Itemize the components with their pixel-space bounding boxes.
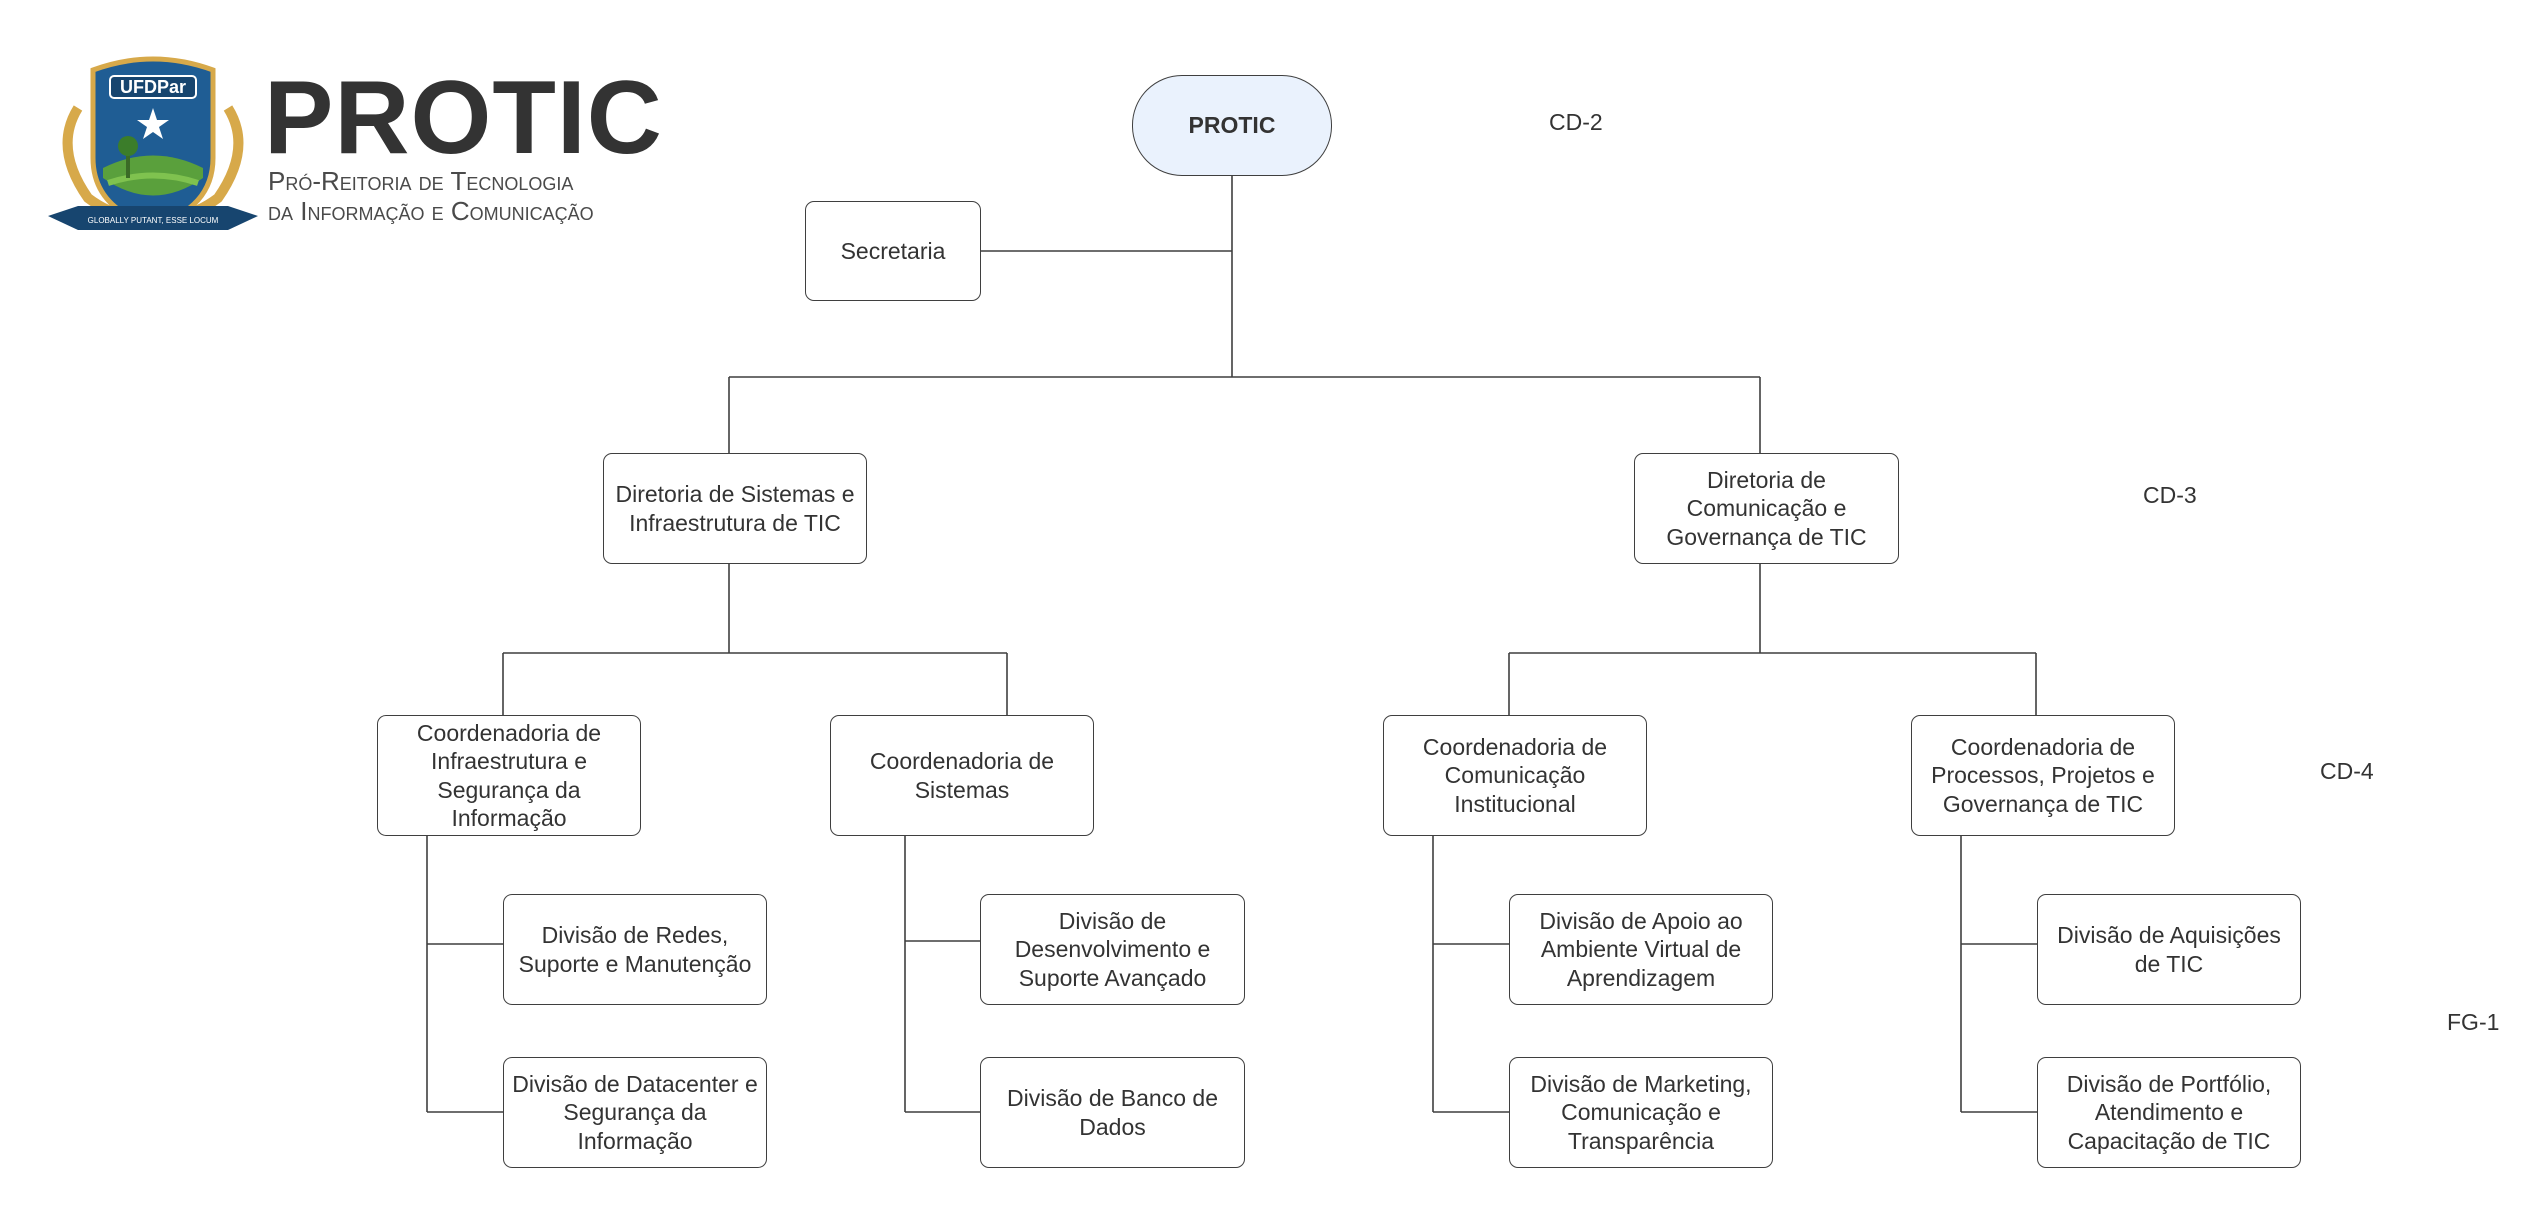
- node-coord-infra[interactable]: Coordenadoria de Infraestrutura e Segura…: [377, 715, 641, 836]
- node-coord-processos[interactable]: Coordenadoria de Processos, Projetos e G…: [1911, 715, 2175, 836]
- node-coord-sistemas[interactable]: Coordenadoria de Sistemas: [830, 715, 1094, 836]
- node-secretaria[interactable]: Secretaria: [805, 201, 981, 301]
- node-coord-com-inst[interactable]: Coordenadoria de Comunicação Institucion…: [1383, 715, 1647, 836]
- ufdpar-crest-icon: UFDPar GLOBALLY PUTANT, ESSE LOCUM: [48, 56, 258, 230]
- node-div-portfolio[interactable]: Divisão de Portfólio, Atendimento e Capa…: [2037, 1057, 2301, 1168]
- node-div-desenvolvimento[interactable]: Divisão de Desenvolvimento e Suporte Ava…: [980, 894, 1245, 1005]
- level-label-cd2: CD-2: [1549, 109, 1603, 135]
- logo-subtitle-line2: da Informação e Comunicação: [268, 196, 594, 226]
- logo-subtitle-line1: Pró-Reitoria de Tecnologia: [268, 166, 574, 196]
- node-dir-sistemas[interactable]: Diretoria de Sistemas e Infraestrutura d…: [603, 453, 867, 564]
- protic-logo: UFDPar GLOBALLY PUTANT, ESSE LOCUM PROTI…: [48, 48, 662, 248]
- node-div-redes[interactable]: Divisão de Redes, Suporte e Manutenção: [503, 894, 767, 1005]
- level-label-cd3: CD-3: [2143, 482, 2197, 508]
- node-dir-comunicacao[interactable]: Diretoria de Comunicação e Governança de…: [1634, 453, 1899, 564]
- node-div-apoio-ava[interactable]: Divisão de Apoio ao Ambiente Virtual de …: [1509, 894, 1773, 1005]
- node-div-banco[interactable]: Divisão de Banco de Dados: [980, 1057, 1245, 1168]
- level-label-fg1: FG-1: [2447, 1009, 2500, 1035]
- node-div-marketing[interactable]: Divisão de Marketing, Comunicação e Tran…: [1509, 1057, 1773, 1168]
- crest-ribbon-text: GLOBALLY PUTANT, ESSE LOCUM: [88, 216, 219, 225]
- level-label-cd4: CD-4: [2320, 758, 2374, 784]
- node-protic[interactable]: PROTIC: [1132, 75, 1332, 176]
- node-div-datacenter[interactable]: Divisão de Datacenter e Segurança da Inf…: [503, 1057, 767, 1168]
- logo-title: PROTIC: [264, 60, 663, 176]
- crest-badge-text: UFDPar: [120, 77, 186, 97]
- node-div-aquisicoes[interactable]: Divisão de Aquisições de TIC: [2037, 894, 2301, 1005]
